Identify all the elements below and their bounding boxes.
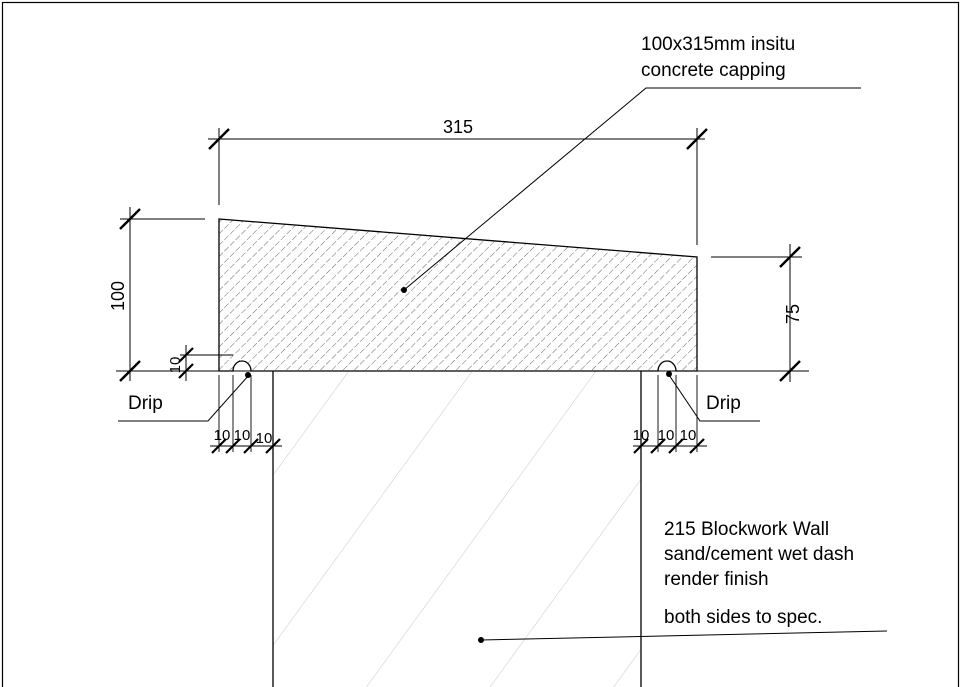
drip-left-label: Drip — [128, 393, 163, 414]
capping-leader — [403, 87, 861, 291]
wall-hatch-fill — [273, 371, 641, 687]
blockwork-wall — [272, 371, 642, 687]
spacing-label: 10 — [633, 427, 650, 444]
drip-right-leader — [668, 374, 760, 422]
dimension-width-label: 315 — [443, 117, 473, 137]
spacing-label: 10 — [256, 430, 273, 447]
drip-right-callout: Drip — [666, 371, 760, 422]
leader-dot — [666, 371, 672, 377]
tick-mark — [211, 438, 227, 454]
concrete-capping — [218, 218, 698, 372]
tick-mark — [225, 438, 241, 454]
capping-section — [218, 218, 698, 372]
spacing-label: 10 — [658, 427, 675, 444]
wall-leader — [480, 630, 888, 641]
capping-label-line2: concrete capping — [641, 60, 786, 81]
tick-mark — [178, 363, 194, 379]
dimension-drip-offset-label: 10 — [167, 357, 184, 374]
tick-mark — [119, 360, 141, 382]
height-left-dimension: 100 — [108, 207, 205, 382]
tick-mark — [779, 246, 801, 268]
spacing-label: 10 — [214, 427, 231, 444]
tick-mark — [668, 438, 684, 454]
drip-left-leader — [118, 374, 250, 422]
wall-label-line1: 215 Blockwork Wall — [664, 519, 829, 540]
right-drip-spacing: 10 10 10 — [633, 375, 707, 454]
drip-right-label: Drip — [706, 393, 741, 414]
tick-mark — [633, 438, 649, 454]
tick-mark — [208, 128, 230, 150]
dimension-height-right-label: 75 — [783, 304, 803, 324]
leader-dot — [401, 287, 407, 293]
tick-mark — [689, 438, 705, 454]
tick-mark — [178, 347, 194, 363]
leader-dot — [245, 372, 251, 378]
wall-label-line4: both sides to spec. — [664, 607, 822, 628]
spacing-label: 10 — [234, 427, 251, 444]
tick-mark — [243, 438, 259, 454]
capping-label-line1: 100x315mm insitu — [641, 34, 795, 55]
height-right-dimension: 75 — [711, 244, 803, 382]
tick-mark — [650, 438, 666, 454]
dimension-height-left-label: 100 — [108, 281, 128, 311]
capping-callout: 100x315mm insitu concrete capping — [401, 34, 861, 293]
tick-mark — [779, 360, 801, 382]
wall-callout: 215 Blockwork Wall sand/cement wet dash … — [478, 519, 888, 643]
leader-dot — [478, 637, 484, 643]
tick-mark — [686, 128, 708, 150]
tick-mark — [265, 438, 281, 454]
left-drip-spacing: 10 10 10 — [210, 375, 282, 454]
width-dimension: 315 — [208, 117, 708, 245]
spacing-label: 10 — [680, 427, 697, 444]
tick-mark — [119, 208, 141, 230]
wall-label-line2: sand/cement wet dash — [664, 544, 854, 565]
drip-left-callout: Drip — [118, 372, 251, 422]
drip-offset-dimension: 10 — [167, 345, 233, 381]
wall-label-line3: render finish — [664, 569, 769, 590]
